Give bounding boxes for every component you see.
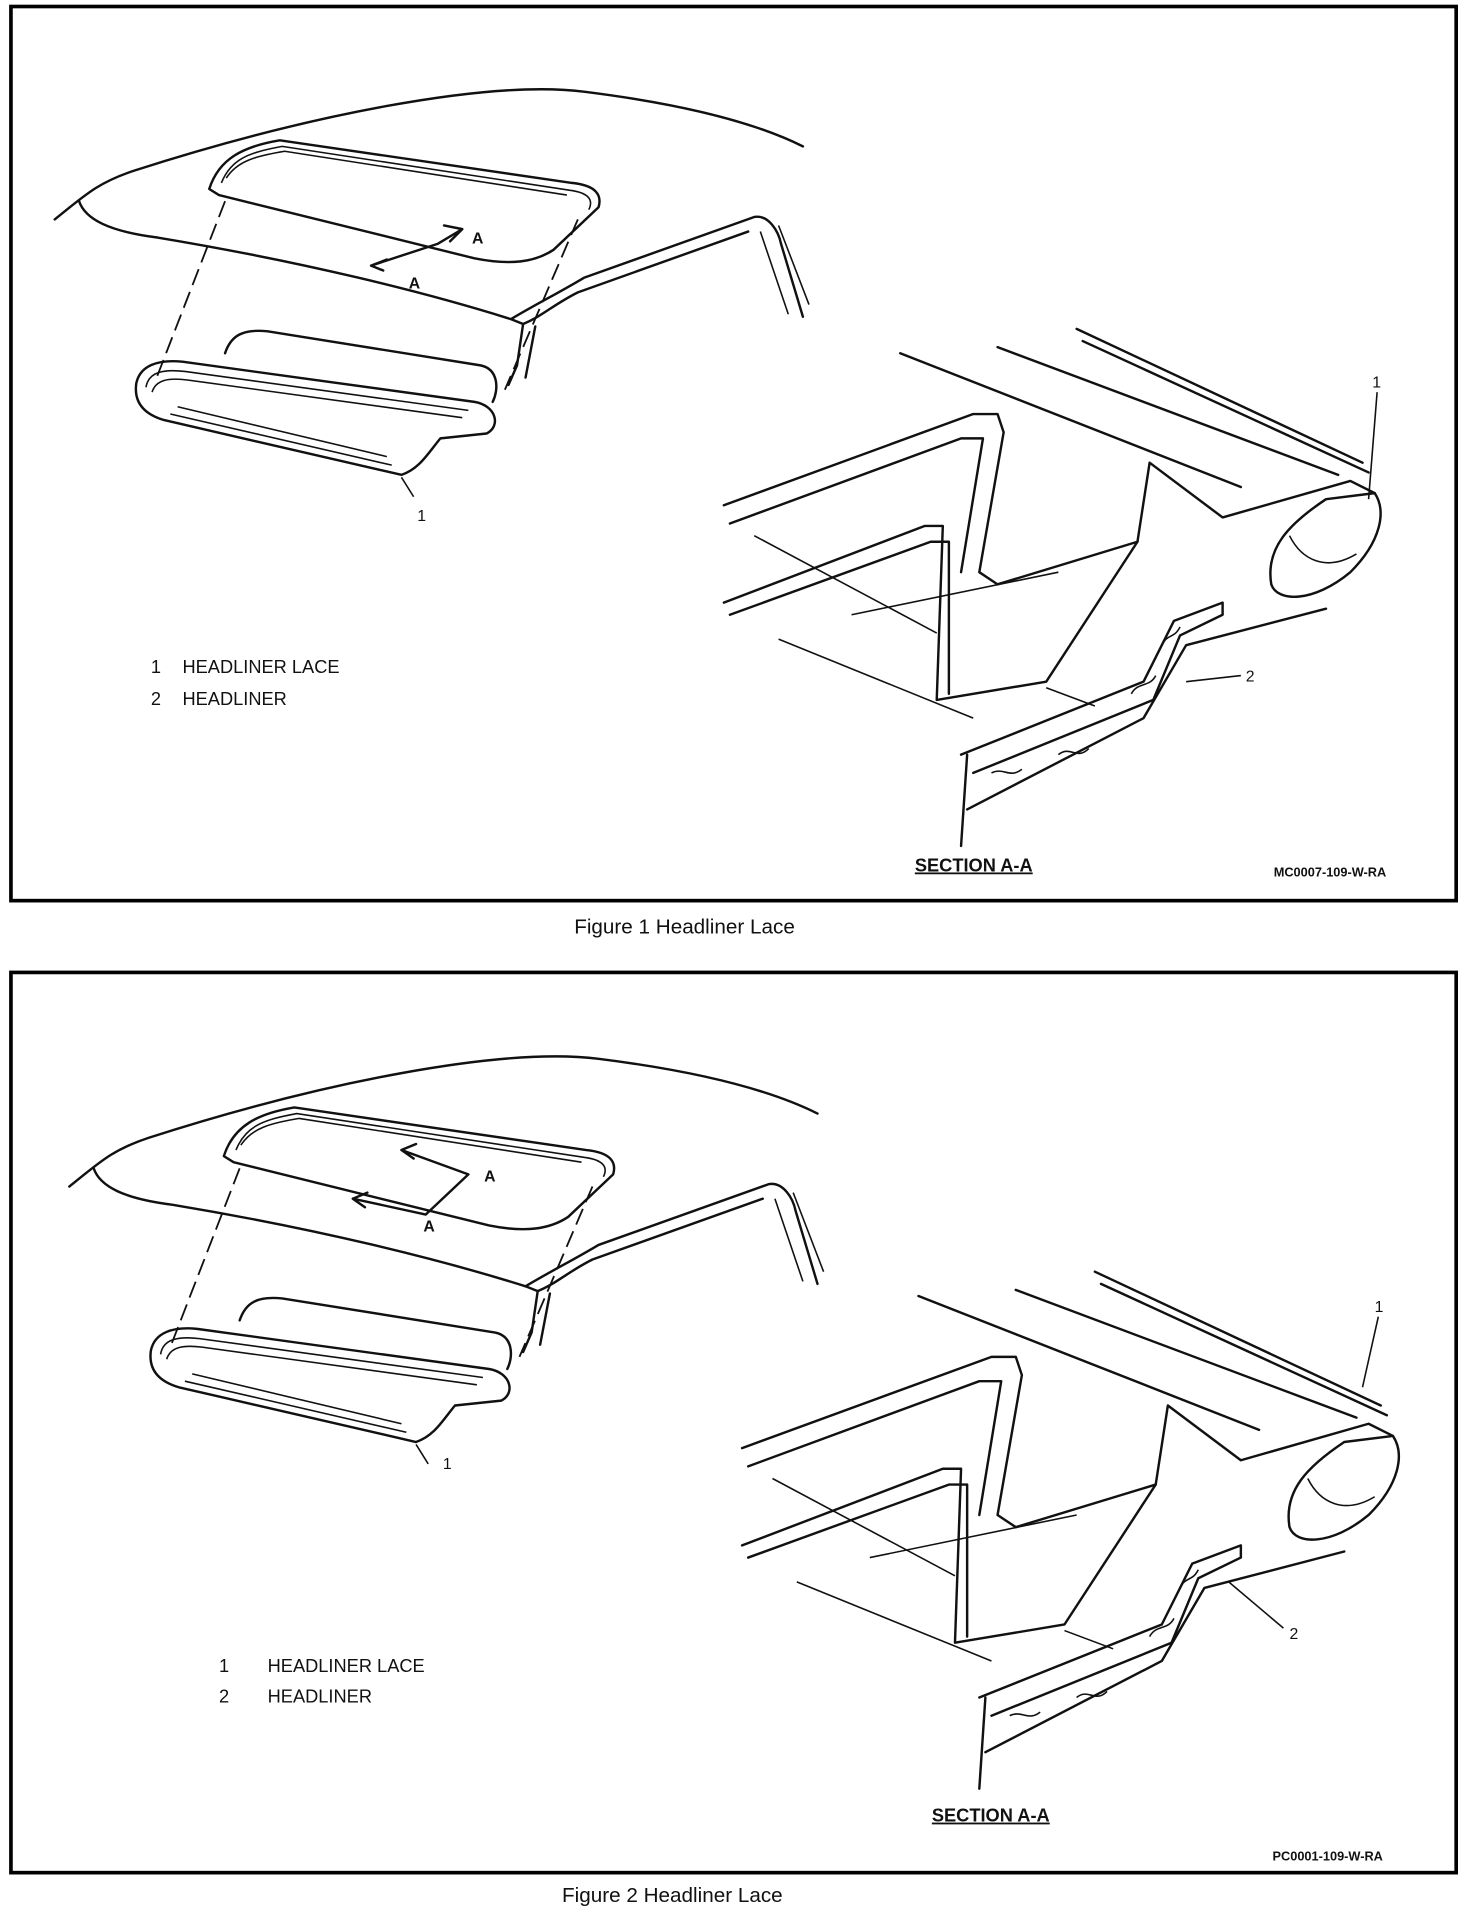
legend-label: HEADLINER <box>268 1685 372 1706</box>
section-label: SECTION A-A <box>915 854 1033 875</box>
legend-label: HEADLINER LACE <box>182 656 339 677</box>
view-marker: A <box>423 1219 434 1236</box>
roof-illustration <box>68 1055 825 1466</box>
figure-frame <box>9 970 1459 1875</box>
callout-number: 2 <box>1246 669 1255 686</box>
figure-caption: Figure 1 Headliner Lace <box>574 915 795 938</box>
figure-1: A A 1 1 2 1 HEADLINER LACE 2 HEADLINER S… <box>9 4 1459 903</box>
view-marker: A <box>409 276 420 293</box>
view-marker: A <box>484 1169 495 1186</box>
section-label: SECTION A-A <box>932 1805 1050 1826</box>
legend-number: 1 <box>151 656 161 677</box>
legend-label: HEADLINER LACE <box>268 1655 425 1676</box>
figure-2: A A 1 1 2 1 HEADLINER LACE 2 HEADLINER S… <box>9 970 1459 1875</box>
figure-code: PC0001-109-W-RA <box>1272 1848 1382 1863</box>
roof-illustration <box>53 88 811 498</box>
callout-number: 2 <box>1290 1626 1299 1643</box>
figure-frame <box>9 4 1459 903</box>
figure-caption: Figure 2 Headliner Lace <box>562 1884 783 1907</box>
legend-number: 2 <box>219 1685 229 1706</box>
figure-code: MC0007-109-W-RA <box>1274 864 1387 879</box>
callout-number: 1 <box>417 508 426 525</box>
legend-number: 1 <box>219 1655 229 1676</box>
callout-number: 1 <box>1372 374 1381 391</box>
legend-number: 2 <box>151 688 161 709</box>
section-arrow-icon <box>369 224 464 272</box>
section-a-a-illustration <box>722 327 1382 848</box>
section-a-a-illustration <box>740 1270 1401 1790</box>
section-arrow-icon <box>351 1142 470 1216</box>
view-marker: A <box>472 231 483 248</box>
legend: 1 HEADLINER LACE 2 HEADLINER <box>151 656 340 709</box>
callout-number: 1 <box>1375 1299 1384 1316</box>
callout-number: 1 <box>443 1456 452 1473</box>
legend: 1 HEADLINER LACE 2 HEADLINER <box>219 1655 425 1706</box>
legend-label: HEADLINER <box>182 688 286 709</box>
